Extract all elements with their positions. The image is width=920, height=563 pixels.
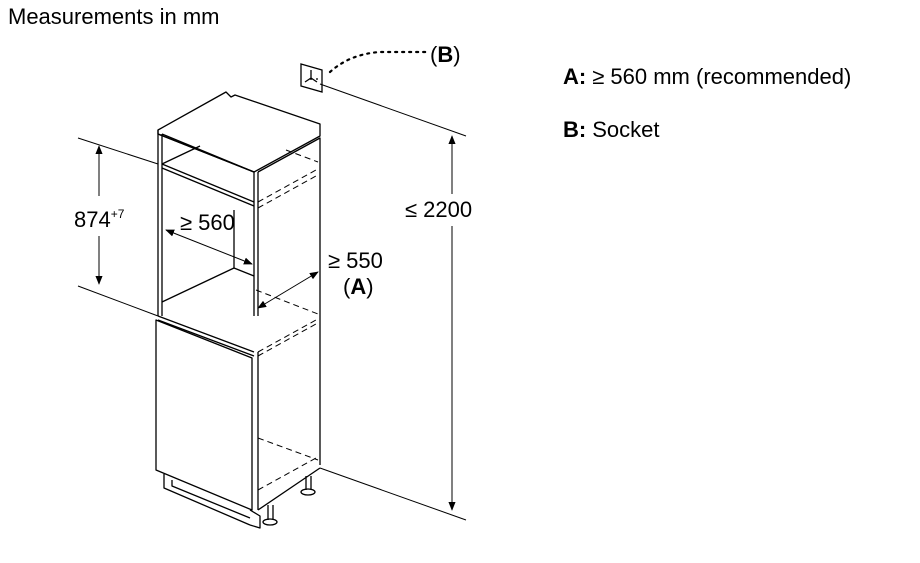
hidden-lines (255, 149, 319, 491)
niche-depth-ref: (A) (343, 274, 374, 299)
lower-door (155, 319, 259, 511)
extension-line (77, 285, 159, 317)
legend-key: A: (563, 64, 587, 89)
niche-width-label: ≥ 560 (180, 210, 235, 235)
extension-line (77, 137, 159, 165)
legend-text: ≥ 560 mm (recommended) (592, 64, 852, 89)
adjustable-feet (262, 476, 316, 526)
niche-height-label: 874+7 (74, 207, 125, 232)
socket-icon (300, 63, 323, 93)
niche-floor (157, 315, 255, 357)
niche-depth-label: ≥ 550 (328, 248, 383, 273)
total-height-label: ≤ 2200 (405, 197, 472, 222)
plinth (163, 467, 321, 529)
extension-line (319, 83, 467, 137)
legend-key: B: (563, 117, 587, 142)
socket-leader-line (328, 50, 430, 74)
cabinet-top (157, 91, 321, 173)
legend-text: Socket (592, 117, 660, 142)
legend-item-a: A:≥ 560 mm (recommended) (563, 64, 851, 90)
extension-line (319, 467, 467, 521)
dim-arrow-niche-width (165, 229, 253, 265)
dim-arrow-niche-depth (257, 271, 319, 309)
diagram-title: Measurements in mm (8, 4, 220, 29)
socket-callout: (B) (430, 42, 461, 67)
legend-item-b: B:Socket (563, 117, 659, 143)
